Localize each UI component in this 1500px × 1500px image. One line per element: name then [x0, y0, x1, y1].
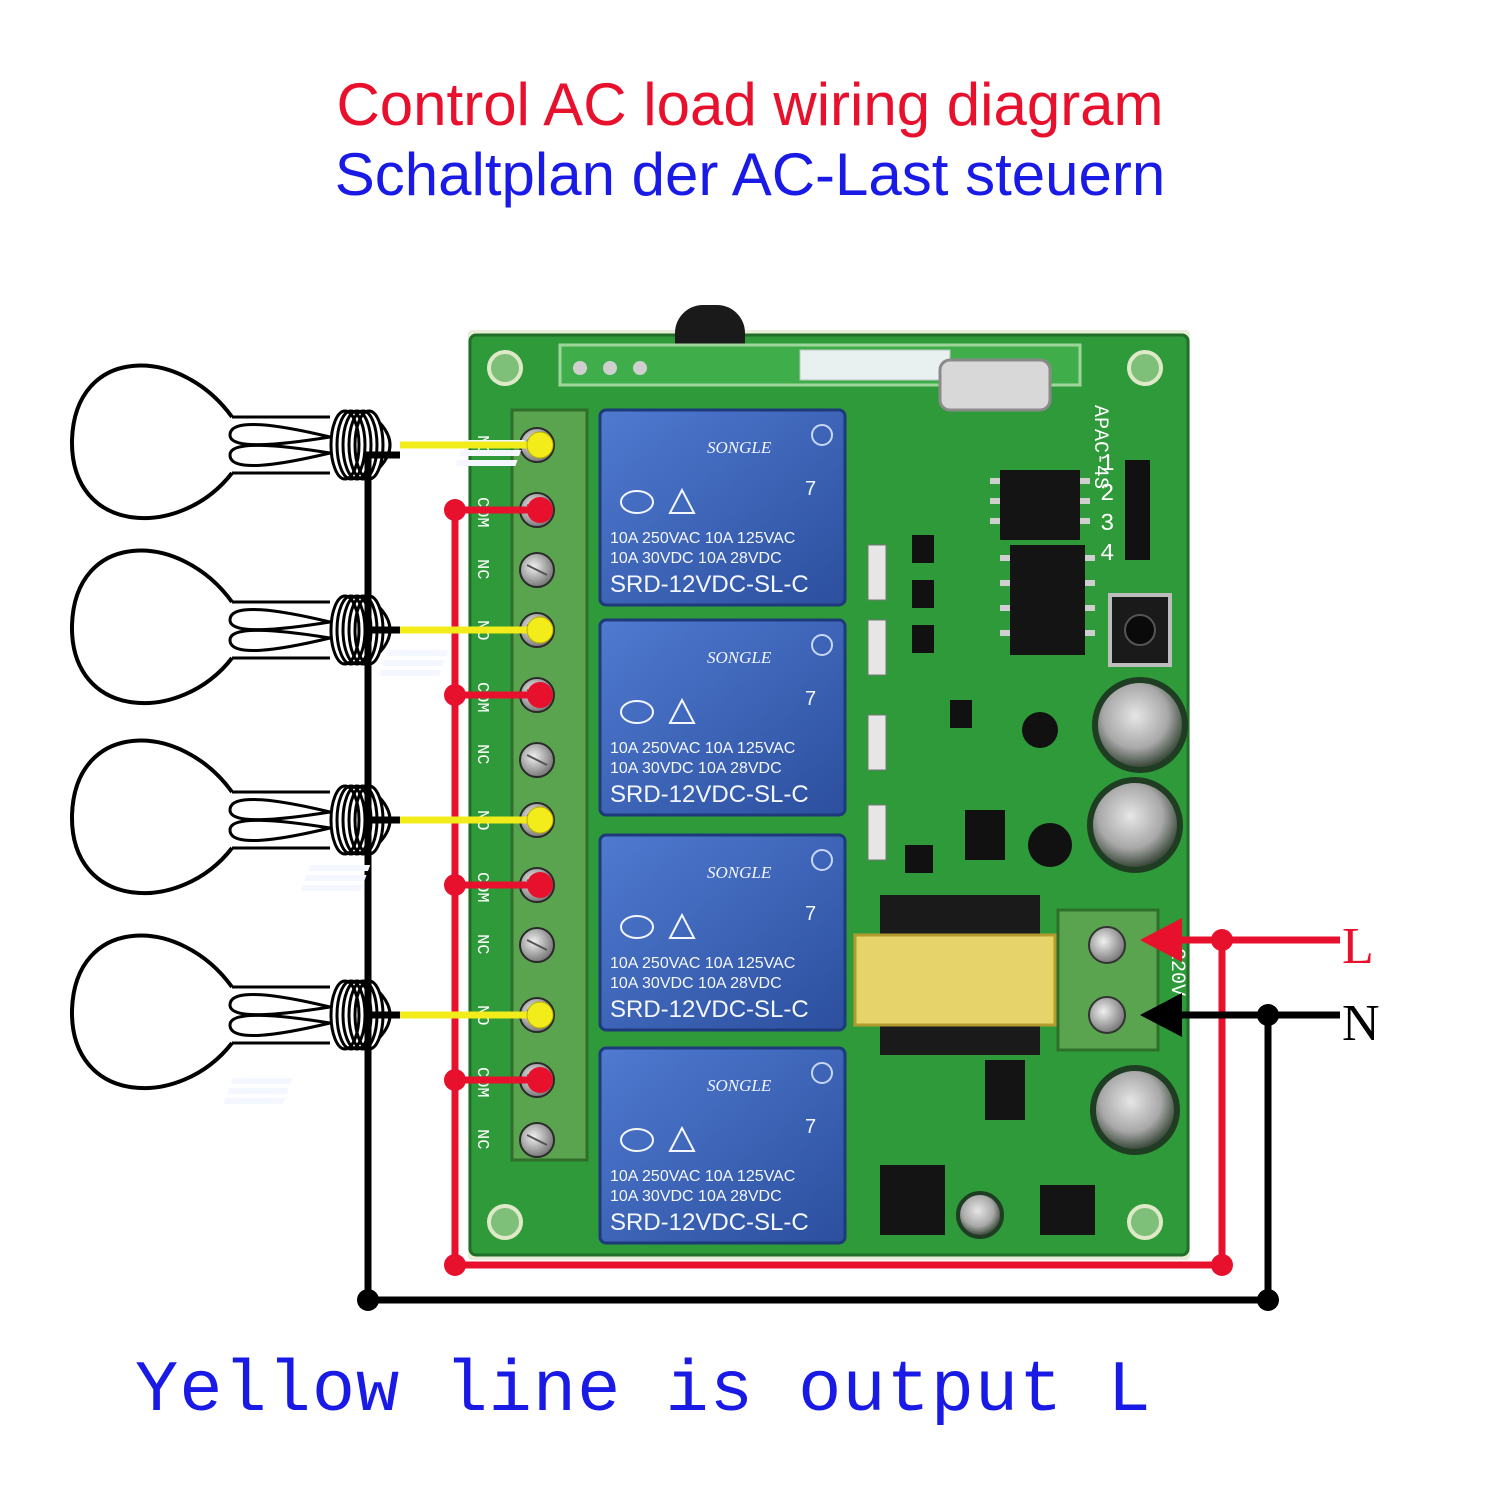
cqc-mark	[620, 915, 654, 939]
relay-model: SRD-12VDC-SL-C	[610, 781, 809, 808]
jumper-label: 4	[1100, 541, 1114, 568]
relay-cert: 7	[805, 478, 816, 500]
bulbs	[69, 363, 392, 1091]
light-bulb-icon	[69, 738, 392, 896]
cqc-mark	[620, 1128, 654, 1152]
relay-brand: SONGLE	[707, 438, 772, 457]
jumper	[1125, 510, 1150, 560]
output-wiring	[400, 441, 540, 1019]
relay-rating: 10A 250VAC 10A 125VAC	[610, 955, 795, 972]
jumper-label: 3	[1100, 511, 1114, 538]
light-bulb-icon	[69, 933, 392, 1091]
power-screw-l	[1088, 926, 1126, 964]
ic-chip	[1010, 545, 1085, 655]
jumper-label: 2	[1100, 481, 1114, 508]
relay: SONGLE 7 10A 250VAC 10A 125VAC 10A 30VDC 10…	[378, 618, 847, 817]
cqc-mark	[620, 490, 654, 514]
live-label: L	[1342, 918, 1374, 975]
neutral-arrow	[1140, 993, 1182, 1037]
capacitor	[1092, 677, 1188, 773]
title-german: Schaltplan der AC-Last steuern	[334, 141, 1166, 208]
pin-label: NC	[472, 744, 491, 764]
relay-model: SRD-12VDC-SL-C	[610, 1209, 809, 1236]
neutral-junctions	[357, 1004, 1279, 1311]
output-junctions	[526, 431, 554, 1029]
ic-chip	[880, 1165, 945, 1235]
cert-triangle	[668, 487, 696, 514]
power-screw-n	[1088, 996, 1126, 1034]
relays: SONGLE 7 10A 250VAC 10A 125VAC 10A 30VDC 10…	[223, 408, 847, 1245]
mounting-holes	[487, 350, 1163, 1240]
relay: SONGLE 7 10A 250VAC 10A 125VAC 10A 30VDC 10…	[223, 1046, 847, 1245]
cert-triangle	[668, 912, 696, 939]
board-model-label: APAC-4S	[1088, 405, 1111, 489]
crystal-oscillator	[938, 358, 1052, 412]
capacitor	[956, 1191, 1004, 1239]
relay-rating: 10A 30VDC 10A 28VDC	[610, 760, 782, 777]
jumper	[1125, 460, 1150, 510]
light-bulb-icon	[69, 363, 392, 521]
relay: SONGLE 7 10A 250VAC 10A 125VAC 10A 30VDC 10…	[455, 408, 847, 607]
capacitor	[1090, 1065, 1180, 1155]
live-junctions	[444, 497, 1233, 1276]
relay-board: APAC-4S 1 2 3 4	[223, 305, 1190, 1260]
capacitor	[1087, 777, 1183, 873]
output-terminal-strip	[510, 408, 589, 1162]
light-bulb-icon	[69, 548, 392, 706]
title-english: Control AC load wiring diagram	[336, 71, 1164, 138]
relay-rating: 10A 250VAC 10A 125VAC	[610, 1168, 795, 1185]
relay-rating: 10A 30VDC 10A 28VDC	[610, 975, 782, 992]
cqc-mark	[620, 700, 654, 724]
relay-brand: SONGLE	[707, 648, 772, 667]
jumper-label: 1	[1100, 451, 1114, 478]
neutral-label: N	[1342, 995, 1380, 1052]
relay: SONGLE 7 10A 250VAC 10A 125VAC 10A 30VDC 10…	[300, 833, 847, 1032]
relay-model: SRD-12VDC-SL-C	[610, 996, 809, 1023]
relay-brand: SONGLE	[707, 863, 772, 882]
relay-cert: 7	[805, 688, 816, 710]
power-voltage-label: 220V	[1165, 948, 1188, 996]
relay-brand: SONGLE	[707, 1076, 772, 1095]
cert-triangle	[668, 697, 696, 724]
live-wiring	[451, 506, 1340, 1269]
relay-rating: 10A 30VDC 10A 28VDC	[610, 550, 782, 567]
relay-rating: 10A 250VAC 10A 125VAC	[610, 530, 795, 547]
relay-rating: 10A 30VDC 10A 28VDC	[610, 1188, 782, 1205]
pin-label: NC	[472, 934, 491, 954]
relay-cert: 7	[805, 1116, 816, 1138]
cert-triangle	[668, 1125, 696, 1152]
pin-label: NC	[472, 1129, 491, 1149]
footer-note: Yellow line is output L	[135, 1350, 1152, 1432]
relay-model: SRD-12VDC-SL-C	[610, 571, 809, 598]
ic-chip	[1000, 470, 1080, 540]
relay-rating: 10A 250VAC 10A 125VAC	[610, 740, 795, 757]
live-arrow	[1140, 918, 1182, 962]
relay-cert: 7	[805, 903, 816, 925]
pin-label: NC	[472, 559, 491, 579]
